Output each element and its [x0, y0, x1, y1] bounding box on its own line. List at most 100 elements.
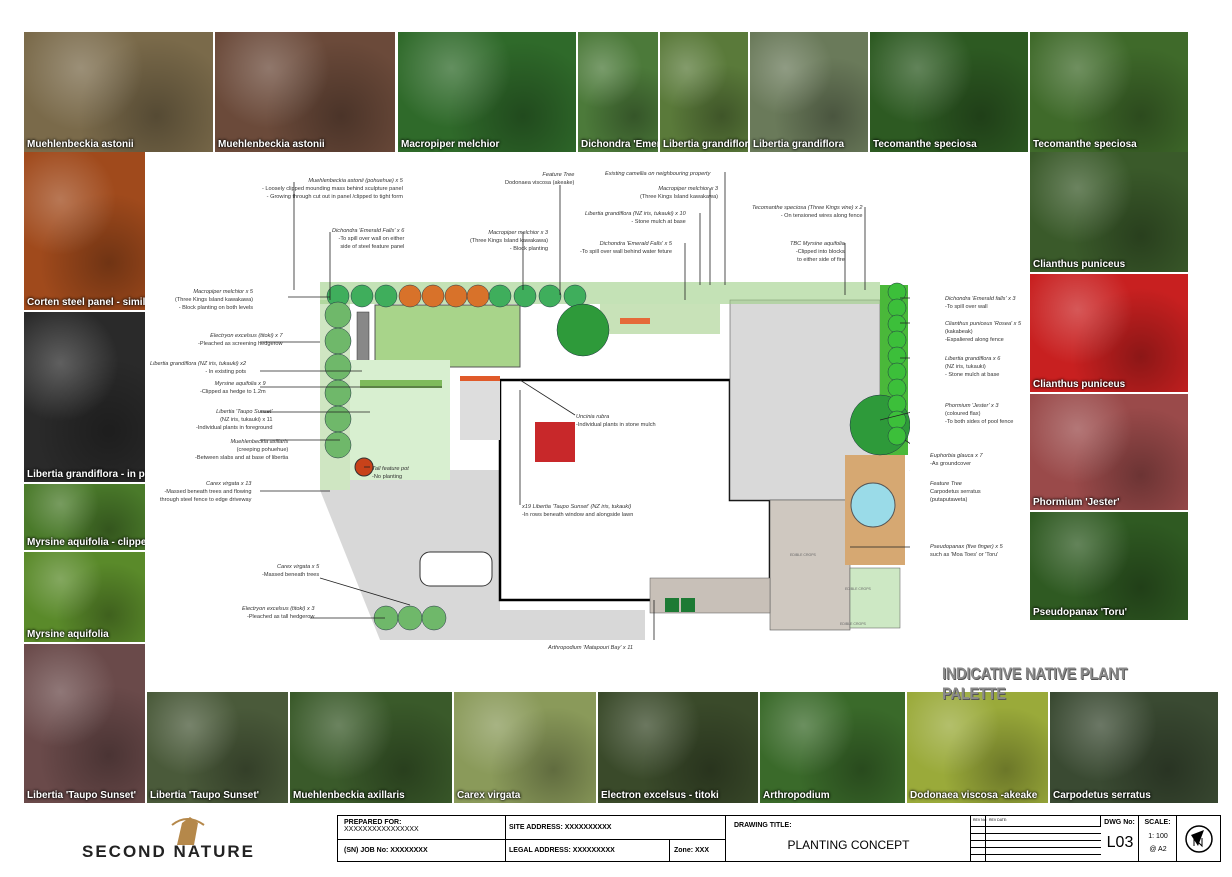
plant-photo-caption: Electron excelsus - titoki: [601, 790, 719, 801]
plant-annotation: Macropiper melchior x 5(Three Kings Isla…: [175, 288, 253, 312]
annotation-line: - Loosely clipped mounding mass behind s…: [262, 186, 403, 192]
site-plan: EDIBLE CROPS EDIBLE CROPS EDIBLE CROPS: [260, 172, 910, 640]
shrub-macropiper: [513, 284, 537, 308]
annotation-line: - In existing pots: [205, 369, 247, 375]
plant-photo-caption: Libertia grandiflora - in pot: [27, 469, 145, 480]
plant-photo-caption: Corten steel panel - similar: [27, 297, 145, 308]
annotation-line: Libertia grandiflora (NZ iris, tukauki) …: [150, 361, 247, 367]
annotation-line: Arthropodium 'Matapouri Bay' x 11: [548, 645, 634, 651]
plant-photo: Muehlenbeckia astonii: [24, 32, 213, 152]
plant-photo-caption: Clianthus puniceus: [1033, 379, 1126, 390]
rev-date-label: REV DATE:: [989, 818, 1008, 822]
plant-photo-caption: Dichondra 'Emerald Falls': [581, 139, 658, 150]
leader-line: [319, 577, 411, 606]
edible-crops-label: EDIBLE CROPS: [845, 587, 872, 591]
logo-text: SECOND NATURE: [82, 842, 256, 861]
tree-titoki: [324, 327, 352, 355]
plant-annotation: Macropiper melchior x 3(Three Kings Isla…: [640, 185, 718, 201]
logo-bird-icon: [171, 817, 205, 845]
plant-photo: Libertia 'Taupo Sunset': [147, 692, 288, 803]
tree-titoki: [324, 301, 352, 329]
edible-crops-label: EDIBLE CROPS: [840, 622, 867, 626]
shrub-macropiper: [350, 284, 374, 308]
plant-photo-caption: Pseudopanax 'Toru': [1033, 607, 1128, 618]
annotation-line: Myrsine aquifolia x 9: [214, 381, 266, 387]
annotation-line: Libertia grandiflora x 6: [945, 356, 1001, 362]
plant-annotation: Phormium 'Jester' x 3(coloured flax)-To …: [945, 402, 1013, 426]
annotation-line: - Block planting: [509, 246, 549, 252]
side-paving: [470, 470, 500, 610]
annotation-line: Electryon excelsus (titoki) x 3: [242, 606, 315, 612]
annotation-line: (Three Kings Island kawakawa): [640, 194, 719, 200]
shrub-clianthus: [887, 426, 907, 446]
plant-photo: Macropiper melchior: [398, 32, 576, 152]
shrub-clianthus: [887, 378, 907, 398]
pool: [850, 482, 896, 528]
drawing-title-label: DRAWING TITLE:: [734, 822, 792, 829]
shrub-clianthus: [887, 298, 907, 318]
annotation-line: Uncinia rubra: [576, 414, 610, 420]
annotation-line: side of steel feature panel: [340, 244, 405, 250]
revision-table: REV No: REV DATE:: [971, 816, 1101, 862]
scale-sheet: @ A2: [1149, 846, 1167, 853]
annotation-line: TBC Myrsine aquifolia: [790, 241, 845, 247]
shrub-clianthus: [887, 410, 907, 430]
annotation-line: -Pleached as screening hedgerow: [198, 341, 283, 347]
annotation-line: Euphorbia glauca x 7: [930, 453, 983, 459]
annotation-line: through steel fence to edge driveway: [160, 497, 252, 503]
shrub-macropiper: [538, 284, 562, 308]
shrub-clianthus: [887, 362, 907, 382]
leader-line: [519, 379, 576, 416]
annotation-line: Existing camellia on neighbouring proper…: [605, 171, 711, 177]
plant-annotation: Tall feature pot-No planting: [372, 465, 409, 481]
plant-annotation: Existing camellia on neighbouring proper…: [605, 170, 710, 178]
plant-photo: Muehlenbeckia axillaris: [290, 692, 452, 803]
plant-annotation: Euphorbia glauca x 7 -As groundcover: [930, 452, 983, 468]
annotation-line: Clianthus puniceus 'Rosea' x 5: [945, 321, 1022, 327]
plant-annotation: Libertia 'Taupo Sunset'(NZ iris, tukauki…: [196, 408, 273, 432]
shrub-muehlenbeckia: [421, 284, 445, 308]
plant-annotation: Dichondra 'Emerald Falls' x 5-To spill o…: [580, 240, 672, 256]
annotation-line: Dichondra 'Emerald Falls' x 5: [599, 241, 673, 247]
shrub-muehlenbeckia: [398, 284, 422, 308]
plant-photo: Electron excelsus - titoki: [598, 692, 758, 803]
annotation-line: Carex virgata x 5: [276, 564, 320, 570]
palette-title: INDICATIVE NATIVE PLANT PALETTE: [942, 664, 1128, 703]
plant-annotation: Libertia grandiflora (NZ iris, tukauki) …: [150, 360, 246, 376]
annotation-line: Phormium 'Jester' x 3: [945, 403, 999, 409]
annotation-line: such as 'Moa Toes' or 'Toru': [930, 552, 999, 558]
tree-akeake: [556, 303, 610, 357]
plant-photo-caption: Muehlenbeckia astonii: [27, 139, 134, 150]
shrub-clianthus: [887, 346, 907, 366]
plant-photo-caption: Phormium 'Jester': [1033, 497, 1120, 508]
shrub-macropiper: [563, 284, 587, 308]
annotation-line: Carpodetus serratus: [930, 489, 981, 495]
uncinia-photo: [535, 422, 575, 462]
title-block: PREPARED FOR: XXXXXXXXXXXXXXXX (SN) JOB …: [337, 815, 1221, 862]
annotation-line: Electryon excelsus (titoki) x 7: [210, 333, 283, 339]
shrub-clianthus: [887, 314, 907, 334]
annotation-line: Macropiper melchior x 3: [488, 230, 549, 236]
annotation-line: Feature Tree: [930, 481, 962, 487]
annotation-line: -Massed beneath trees and flowing: [164, 489, 252, 495]
annotation-line: - On tensioned wires along fence: [780, 213, 863, 219]
annotation-line: -Espaliered along fence: [945, 337, 1004, 343]
annotation-line: Libertia 'Taupo Sunset': [216, 409, 273, 415]
plant-photo: Libertia grandiflora: [660, 32, 748, 152]
annotation-line: Tall feature pot: [372, 466, 409, 472]
lawn: [374, 304, 521, 368]
annotation-line: Feature Tree: [542, 172, 575, 178]
annotation-line: -As groundcover: [930, 461, 972, 467]
edible-crops-label: EDIBLE CROPS: [790, 553, 817, 557]
rev-no-label: REV No:: [973, 818, 987, 822]
plant-photo: Myrsine aquifolia: [24, 552, 145, 642]
annotation-line: -To both sides of pool fence: [945, 419, 1014, 425]
plant-photo: Libertia 'Taupo Sunset': [24, 644, 145, 803]
annotation-line: Carex virgata x 13: [206, 481, 252, 487]
annotation-line: -To spill over wall on either: [338, 236, 405, 242]
plant-photo: Clianthus puniceus: [1030, 152, 1188, 272]
tree-titoki: [324, 379, 352, 407]
plant-annotation: Libertia grandiflora x 6(NZ iris, tukauk…: [945, 355, 1000, 379]
plant-photo-caption: Myrsine aquifolia: [27, 629, 109, 640]
annotation-line: - Stone mulch at base: [631, 219, 686, 225]
